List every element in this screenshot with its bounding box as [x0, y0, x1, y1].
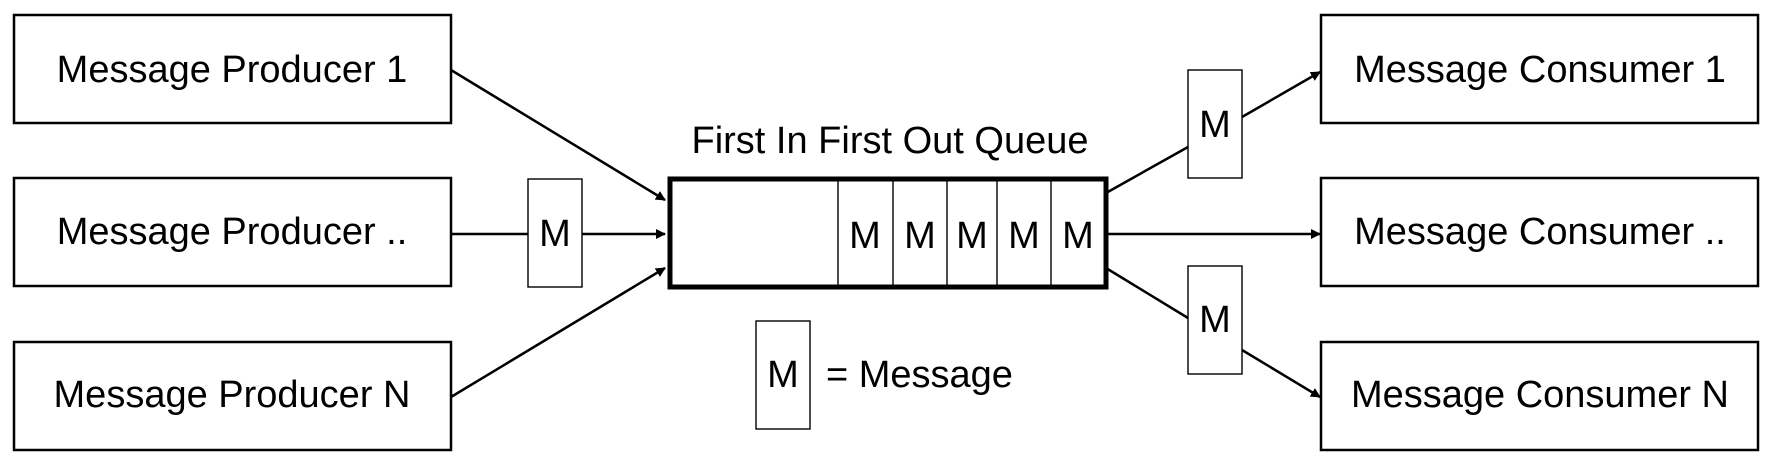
consumer-label-n: Message Consumer N	[1351, 374, 1729, 416]
fifo-queue: M M M M M	[667, 176, 1109, 290]
arrow-message-to-consumer-n	[1241, 348, 1321, 399]
legend-text: = Message	[826, 354, 1013, 396]
line-queue-to-message-top	[1105, 145, 1189, 195]
message-symbol: M	[1199, 104, 1231, 146]
consumer-node-n: Message Consumer N	[1319, 340, 1760, 452]
message-in-transit-consumer-n: M	[1187, 265, 1243, 375]
message-symbol: M	[539, 213, 571, 255]
message-symbol: M	[1199, 299, 1231, 341]
legend: M = Message	[755, 320, 1013, 430]
producer-label-1: Message Producer 1	[57, 49, 408, 91]
legend-symbol: M	[767, 354, 799, 396]
producer-label-n: Message Producer N	[54, 374, 411, 416]
consumer-label-middle: Message Consumer ..	[1354, 211, 1726, 253]
consumer-node-middle: Message Consumer ..	[1319, 176, 1760, 288]
message-in-transit-producer: M	[527, 178, 583, 288]
arrow-producer-1-to-queue	[450, 68, 666, 202]
producer-node-n: Message Producer N	[12, 340, 453, 452]
queue-title: First In First Out Queue	[692, 120, 1089, 162]
producer-node-1: Message Producer 1	[12, 13, 453, 125]
consumer-label-1: Message Consumer 1	[1354, 49, 1726, 91]
consumer-node-1: Message Consumer 1	[1319, 13, 1760, 125]
queue-message-5: M	[1062, 215, 1094, 257]
queue-message-3: M	[956, 215, 988, 257]
line-queue-to-message-bottom	[1105, 266, 1189, 320]
message-in-transit-consumer-1: M	[1187, 69, 1243, 179]
queue-message-2: M	[904, 215, 936, 257]
legend-message-box	[755, 320, 811, 430]
queue-message-1: M	[849, 215, 881, 257]
producer-node-middle: Message Producer ..	[12, 176, 453, 288]
producer-label-middle: Message Producer ..	[57, 211, 408, 253]
arrow-message-to-consumer-1	[1241, 70, 1321, 119]
queue-message-4: M	[1008, 215, 1040, 257]
arrow-producer-n-to-queue	[450, 266, 666, 399]
